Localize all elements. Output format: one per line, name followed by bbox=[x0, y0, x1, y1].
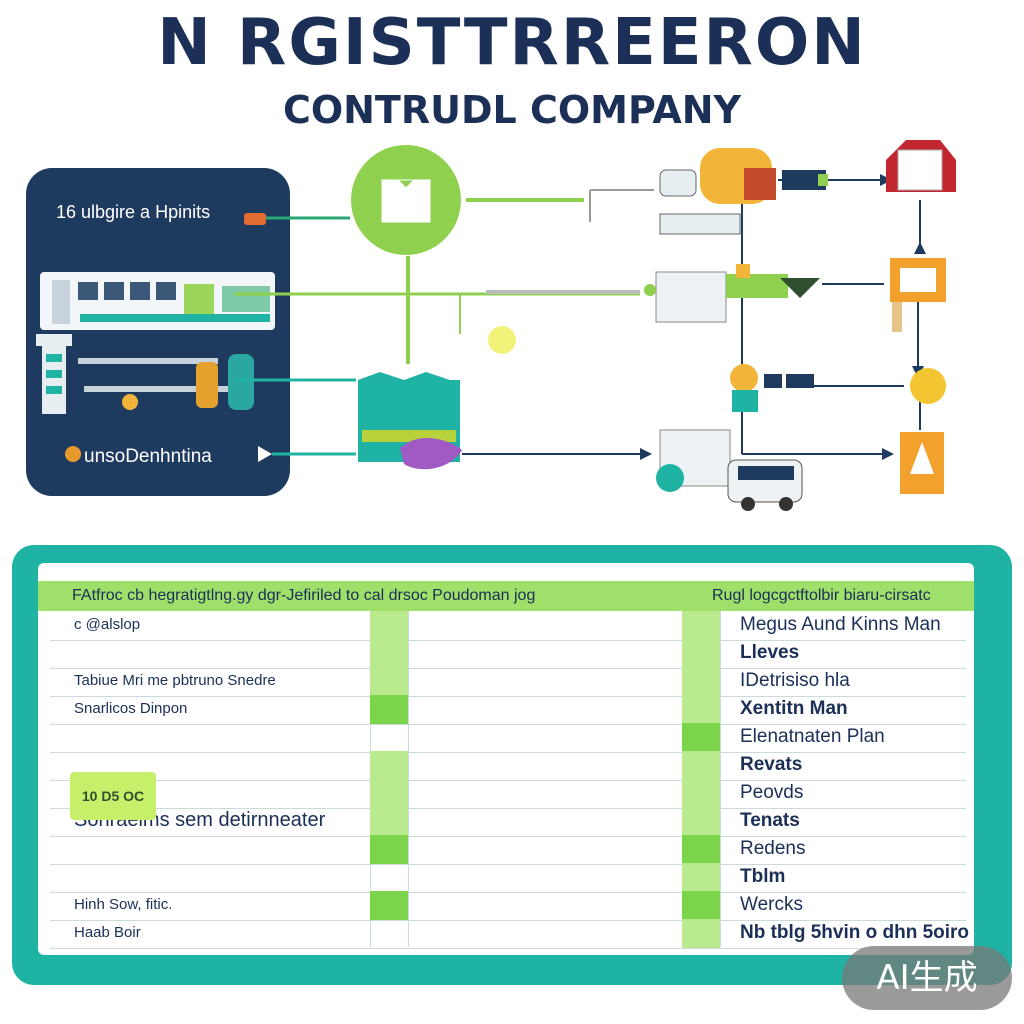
mixer-machine-icon bbox=[659, 148, 828, 235]
ai-generated-badge: AI生成 bbox=[842, 946, 1012, 1010]
status-cell bbox=[682, 611, 720, 640]
row-plan: Elenatnaten Plan bbox=[740, 726, 885, 747]
row-plan: Xentitn Man bbox=[740, 698, 848, 719]
marker-icon bbox=[244, 213, 266, 225]
report-icon bbox=[886, 140, 956, 192]
row-plan: Redens bbox=[740, 838, 806, 859]
storage-node bbox=[358, 372, 462, 470]
row-plan: Revats bbox=[740, 754, 803, 775]
package-icon bbox=[900, 432, 944, 494]
status-cell bbox=[370, 891, 408, 920]
panel-top-label: 16 ulbgire a Hpinits bbox=[56, 202, 210, 222]
row-plan: Tblm bbox=[740, 866, 786, 887]
table-row: Snarlicos Dinpon Xentitn Man bbox=[50, 695, 966, 725]
facility-panel bbox=[26, 168, 290, 496]
status-cell bbox=[682, 723, 720, 752]
status-cell bbox=[682, 779, 720, 808]
status-cell bbox=[682, 667, 720, 696]
row-description: Hinh Sow, fitic. bbox=[74, 896, 173, 913]
row-plan: IDetrisiso hla bbox=[740, 670, 850, 691]
quality-panel-icon bbox=[890, 258, 946, 332]
status-cell bbox=[370, 779, 408, 808]
panel-bottom-icon bbox=[65, 446, 81, 462]
status-cell bbox=[370, 751, 408, 780]
table-row: Lleves bbox=[50, 639, 966, 669]
row-plan: Tenats bbox=[740, 810, 800, 831]
row-plan: Wercks bbox=[740, 894, 803, 915]
status-cell bbox=[682, 807, 720, 836]
highlight-chip: 10 D5 OC bbox=[70, 772, 156, 820]
status-cell bbox=[370, 667, 408, 696]
table-row: c @alslop Megus Aund Kinns Man bbox=[50, 611, 966, 641]
table-row: Elenatnaten Plan bbox=[50, 723, 966, 753]
press-machine-icon bbox=[644, 264, 820, 323]
status-cell bbox=[682, 835, 720, 864]
row-plan: Nb tblg 5hvin o dhn 5oiro bbox=[740, 922, 970, 943]
arrow-right-icon bbox=[258, 446, 272, 462]
status-cell bbox=[682, 695, 720, 724]
page-subtitle: CONTRUDL COMPANY bbox=[282, 88, 742, 132]
table-row: Redens bbox=[50, 835, 966, 865]
status-cell bbox=[370, 695, 408, 724]
document-icon bbox=[381, 179, 431, 223]
status-cell bbox=[682, 751, 720, 780]
table-row: Haab Boir Nb tblg 5hvin o dhn 5oiro bbox=[50, 919, 970, 949]
panel-bottom-label: unsoDenhntina bbox=[84, 446, 212, 467]
status-cell bbox=[370, 639, 408, 668]
coin-icon bbox=[910, 368, 946, 404]
status-cell bbox=[370, 611, 408, 640]
factory-illustration bbox=[36, 272, 275, 414]
row-plan: Peovds bbox=[740, 782, 804, 803]
table-row: Tabiue Mri me pbtruno Snedre IDetrisiso h… bbox=[50, 667, 966, 697]
table-header-right: Rugl logcgctftolbir biaru-cirsatc bbox=[712, 587, 931, 604]
row-description: Haab Boir bbox=[74, 924, 141, 941]
status-cell bbox=[370, 807, 408, 836]
table-header: FAtfroc cb hegratigtlng.gy dgr-Jefiriled… bbox=[38, 581, 974, 611]
status-cell bbox=[682, 891, 720, 920]
table-header-left: FAtfroc cb hegratigtlng.gy dgr-Jefiriled… bbox=[72, 587, 536, 604]
table-row: Peovds bbox=[50, 779, 966, 809]
status-cell bbox=[682, 863, 720, 892]
row-description: c @alslop bbox=[74, 616, 141, 633]
table-row: Hinh Sow, fitic. Wercks bbox=[50, 891, 966, 921]
data-table: FAtfroc cb hegratigtlng.gy dgr-Jefiriled… bbox=[38, 563, 974, 955]
table-row: Revats bbox=[50, 751, 966, 781]
process-diagram: 16 ulbgire a Hpinits unsoDenhntina bbox=[26, 140, 956, 511]
status-cell bbox=[682, 639, 720, 668]
status-cell bbox=[370, 835, 408, 864]
page-title: N RGISTTRREERON bbox=[157, 6, 867, 80]
row-plan: Megus Aund Kinns Man bbox=[740, 614, 941, 635]
table-row: Tblm bbox=[50, 863, 966, 893]
glow-dot bbox=[488, 326, 516, 354]
status-cell bbox=[682, 919, 720, 948]
truck-icon bbox=[656, 429, 803, 511]
row-plan: Lleves bbox=[740, 642, 800, 663]
row-description: Snarlicos Dinpon bbox=[74, 700, 188, 717]
operator-icon bbox=[730, 364, 814, 412]
row-description: Tabiue Mri me pbtruno Snedre bbox=[74, 672, 276, 689]
